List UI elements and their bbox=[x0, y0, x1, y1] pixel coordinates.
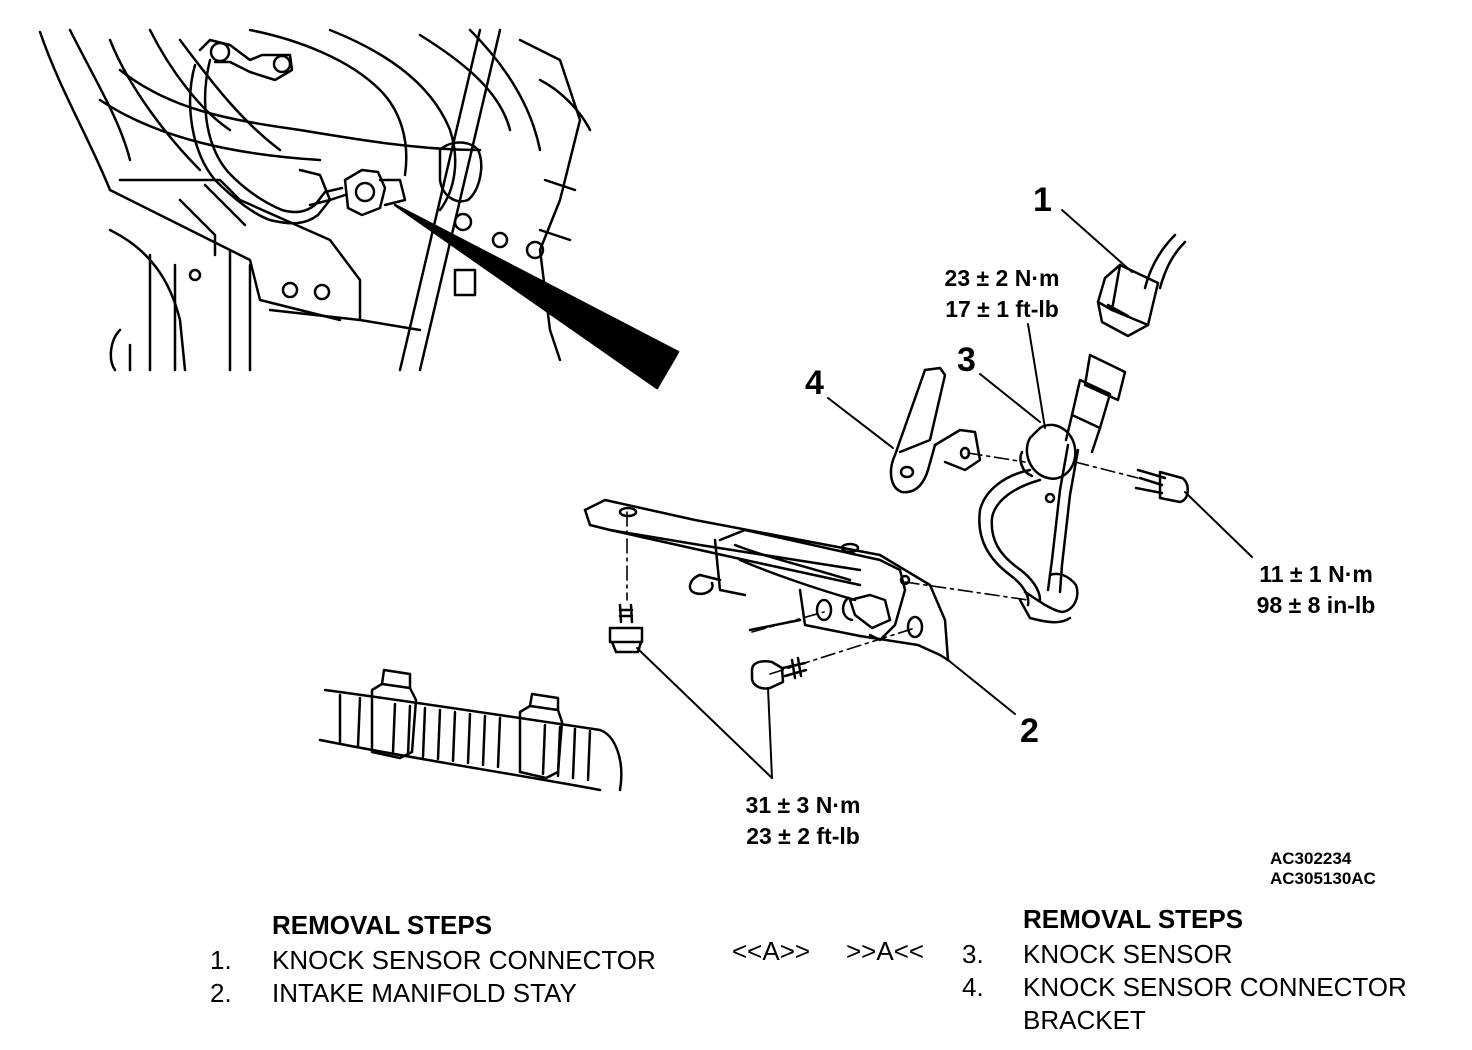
callout-2: 2 bbox=[1020, 712, 1039, 750]
installation-service-mark: >>A<< bbox=[846, 936, 925, 966]
alignment-centerlines bbox=[626, 452, 1139, 675]
torque-ftlb: 23 ± 2 ft-lb bbox=[746, 823, 860, 849]
torque-inlb: 98 ± 8 in-lb bbox=[1256, 592, 1376, 618]
removal-steps-heading-left: REMOVAL STEPS bbox=[272, 910, 493, 940]
engine-inset-view bbox=[38, 28, 680, 390]
figure-ref-1: AC302234 bbox=[1270, 849, 1352, 868]
stay-bolt-vertical-drawing bbox=[608, 603, 644, 654]
removal-step-1-text: KNOCK SENSOR CONNECTOR bbox=[272, 945, 656, 975]
removal-step-3-number: 3. bbox=[962, 939, 984, 969]
intake-manifold-stay-drawing bbox=[583, 498, 950, 662]
removal-service-mark: <<A>> bbox=[732, 936, 811, 966]
torque-stay-bolts: 31 ± 3 N·m 23 ± 2 ft-lb bbox=[733, 790, 873, 852]
connector-bracket-drawing bbox=[889, 366, 982, 494]
sensor-bolt-drawing bbox=[1134, 468, 1189, 504]
torque-nm: 23 ± 2 N·m bbox=[944, 265, 1060, 291]
torque-ftlb: 17 ± 1 ft-lb bbox=[945, 296, 1059, 322]
removal-steps-heading-right: REMOVAL STEPS bbox=[1023, 904, 1244, 934]
stay-bolt-horizontal-drawing bbox=[750, 656, 808, 690]
removal-step-1-number: 1. bbox=[210, 945, 232, 975]
callout-1: 1 bbox=[1033, 181, 1052, 219]
callout-3: 3 bbox=[957, 341, 976, 379]
leader-lines bbox=[636, 209, 1253, 779]
wiring-harness-drawing bbox=[318, 668, 623, 792]
removal-step-2-number: 2. bbox=[210, 978, 232, 1008]
torque-nm: 31 ± 3 N·m bbox=[745, 792, 861, 818]
knock-sensor-drawing bbox=[978, 353, 1127, 624]
removal-step-4-continuation: BRACKET bbox=[1023, 1005, 1146, 1035]
callout-4: 4 bbox=[805, 364, 824, 402]
knock-sensor-connector-drawing bbox=[1096, 233, 1187, 338]
removal-step-4-number: 4. bbox=[962, 972, 984, 1002]
torque-bracket-bolt: 11 ± 1 N·m 98 ± 8 in-lb bbox=[1244, 559, 1388, 621]
torque-nm: 11 ± 1 N·m bbox=[1259, 561, 1373, 587]
removal-step-3-text: KNOCK SENSOR bbox=[1023, 939, 1233, 969]
figure-reference-codes: AC302234 AC305130AC bbox=[1270, 849, 1376, 889]
removal-step-4-text: KNOCK SENSOR CONNECTOR bbox=[1023, 972, 1407, 1002]
figure-ref-2: AC305130AC bbox=[1270, 869, 1376, 888]
removal-step-2-text: INTAKE MANIFOLD STAY bbox=[272, 978, 577, 1008]
torque-sensor-bolt: 23 ± 2 N·m 17 ± 1 ft-lb bbox=[932, 263, 1072, 325]
